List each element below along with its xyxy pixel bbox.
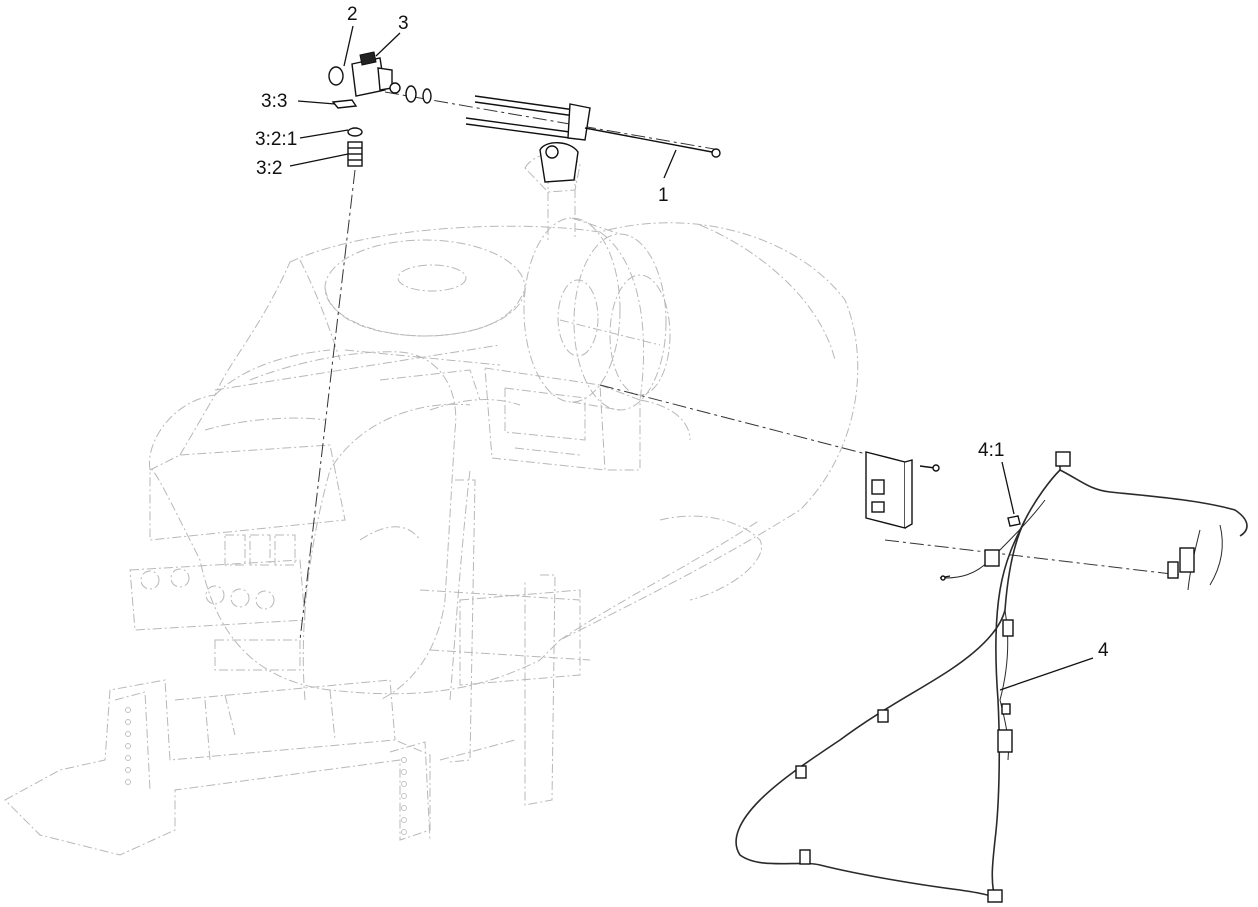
callout-label-3-3: 3:3: [261, 91, 288, 112]
callout-label-3: 3: [398, 13, 409, 34]
valve-manifold-phantom: [129, 534, 306, 671]
o-ring-part-3-2-1: [347, 127, 363, 137]
sprayer-assembly-phantom: [4, 152, 859, 856]
fitting-part-3-2: [347, 141, 363, 167]
callout-leaders: [289, 25, 1094, 691]
callout-label-3-2: 3:2: [256, 158, 283, 179]
mounting-rod-part-1: [465, 95, 721, 183]
callout-label-4: 4: [1098, 640, 1109, 661]
solenoid-valve-part-3: [351, 51, 432, 104]
fuse-part-4-1: [1007, 515, 1021, 527]
callout-label-3-2-1: 3:2:1: [255, 129, 298, 150]
wiring-harness-part-4: [735, 451, 1248, 903]
callout-label-2: 2: [347, 4, 358, 25]
callout-label-1: 1: [658, 185, 669, 206]
callout-label-4-1: 4:1: [978, 440, 1005, 461]
clip-part-3-3: [331, 99, 358, 109]
bumper-holes: [125, 707, 407, 835]
assembly-centerlines: [299, 91, 1181, 641]
switch-box: [865, 451, 940, 529]
o-ring-part-2: [328, 66, 344, 86]
